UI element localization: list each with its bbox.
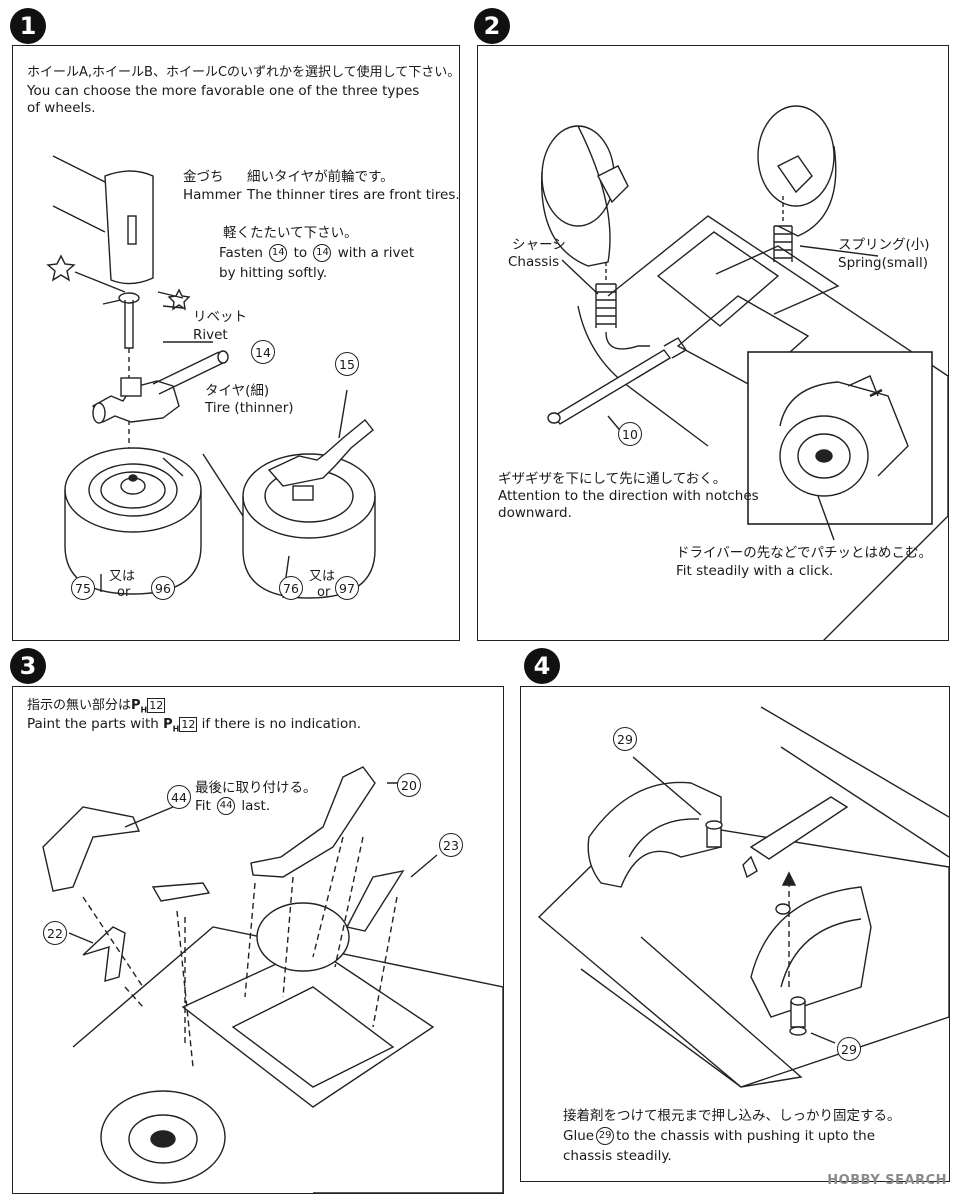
glue-note-jp: 接着剤をつけて根元まで押し込み、しっかり固定する。 bbox=[563, 1108, 901, 1124]
or-jp-left: 又は bbox=[109, 569, 136, 584]
spring-label-en: Spring(small) bbox=[838, 255, 929, 271]
glue-part: 29 bbox=[596, 1127, 615, 1145]
fit-last-post: last. bbox=[241, 798, 271, 814]
part-29-top-callout: 29 bbox=[613, 727, 637, 751]
tire-label-jp: タイヤ(細) bbox=[205, 383, 270, 399]
paint-note-jp-text: 指示の無い部分は bbox=[27, 698, 132, 713]
rivet-label-en: Rivet bbox=[193, 327, 228, 343]
part-75-callout: 75 bbox=[71, 576, 95, 600]
glue-post: to the chassis with pushing it upto the bbox=[616, 1128, 876, 1144]
fit-last-note-jp: 最後に取り付ける。 bbox=[195, 780, 317, 796]
fit-last-note-en: Fit 44 last. bbox=[195, 797, 270, 815]
fasten-note-en-2: by hitting softly. bbox=[219, 265, 328, 281]
part-29-bottom-callout: 29 bbox=[837, 1037, 861, 1061]
watermark: HOBBY SEARCH bbox=[827, 1173, 947, 1188]
step-1-intro-jp: ホイールA,ホイールB、ホイールCのいずれかを選択して使用して下さい。 bbox=[27, 65, 460, 80]
notch-note-en-1: Attention to the direction with notches bbox=[498, 488, 759, 504]
part-14-callout: 14 bbox=[251, 340, 275, 364]
chassis-label-en: Chassis bbox=[508, 254, 560, 270]
step-4-illustration bbox=[537, 706, 949, 1088]
part-23-callout: 23 bbox=[439, 833, 463, 857]
or-en-left: or bbox=[117, 585, 131, 600]
step-3-badge: 3 bbox=[10, 648, 46, 684]
part-76-callout: 76 bbox=[279, 576, 303, 600]
fasten-mid: to bbox=[293, 245, 308, 261]
or-en-right: or bbox=[317, 585, 331, 600]
hammer-label-en: Hammer bbox=[183, 187, 242, 203]
step-4-badge: 4 bbox=[524, 648, 560, 684]
step-2-panel: シャーシ Chassis スプリング(小) Spring(small) 10 ギ… bbox=[477, 45, 949, 641]
step-3-illustration bbox=[42, 766, 503, 1193]
or-jp-right: 又は bbox=[309, 569, 336, 584]
fasten-part-b: 14 bbox=[313, 244, 332, 262]
part-97-callout: 97 bbox=[335, 576, 359, 600]
part-15-callout: 15 bbox=[335, 352, 359, 376]
part-10-callout: 10 bbox=[618, 422, 642, 446]
notch-note-en-2: downward. bbox=[498, 505, 572, 521]
part-96-callout: 96 bbox=[151, 576, 175, 600]
step-1-intro-en-2: of wheels. bbox=[27, 100, 96, 116]
paint-note-en-pre: Paint the parts with bbox=[27, 716, 159, 732]
paint-note-en-post: if there is no indication. bbox=[201, 716, 362, 732]
fasten-pre: Fasten bbox=[219, 245, 263, 261]
notch-note-jp: ギザギザを下にして先に通しておく。 bbox=[498, 471, 727, 487]
step-1-illustration bbox=[46, 155, 376, 599]
front-tires-note-en: The thinner tires are front tires. bbox=[247, 187, 460, 203]
ph-mark-jp: PH bbox=[131, 698, 148, 715]
part-22-callout: 22 bbox=[43, 921, 67, 945]
step-2-badge: 2 bbox=[474, 8, 510, 44]
tap-note-jp: 軽くたたいて下さい。 bbox=[223, 225, 358, 241]
glue-pre: Glue bbox=[563, 1128, 595, 1144]
hammer-label-jp: 金づち bbox=[183, 169, 224, 185]
part-20-callout: 20 bbox=[397, 773, 421, 797]
chassis-label-jp: シャーシ bbox=[512, 237, 566, 253]
fasten-post: with a rivet bbox=[337, 245, 415, 261]
fit-last-part: 44 bbox=[217, 797, 236, 815]
click-note-en: Fit steadily with a click. bbox=[676, 563, 834, 579]
ph-number-jp: 12 bbox=[147, 698, 166, 713]
fit-last-pre: Fit bbox=[195, 798, 211, 814]
tire-label-en: Tire (thinner) bbox=[205, 400, 294, 416]
part-44-callout: 44 bbox=[167, 785, 191, 809]
fasten-note-en: Fasten 14 to 14 with a rivet bbox=[219, 244, 414, 262]
step-1-intro-en-1: You can choose the more favorable one of… bbox=[27, 83, 420, 99]
step-2-illustration bbox=[541, 105, 948, 640]
fasten-part-a: 14 bbox=[269, 244, 288, 262]
step-1-badge: 1 bbox=[10, 8, 46, 44]
step-1-panel: ホイールA,ホイールB、ホイールCのいずれかを選択して使用して下さい。 You … bbox=[12, 45, 460, 641]
click-note-jp: ドライバーの先などでパチッとはめこむ。 bbox=[676, 545, 932, 561]
glue-note-en-2: chassis steadily. bbox=[563, 1148, 672, 1164]
ph-number-en: 12 bbox=[179, 716, 198, 732]
ph-mark-en: PH bbox=[163, 717, 180, 734]
front-tires-note-jp: 細いタイヤが前輪です。 bbox=[247, 169, 394, 185]
spring-label-jp: スプリング(小) bbox=[838, 237, 930, 253]
rivet-label-jp: リベット bbox=[193, 309, 247, 325]
